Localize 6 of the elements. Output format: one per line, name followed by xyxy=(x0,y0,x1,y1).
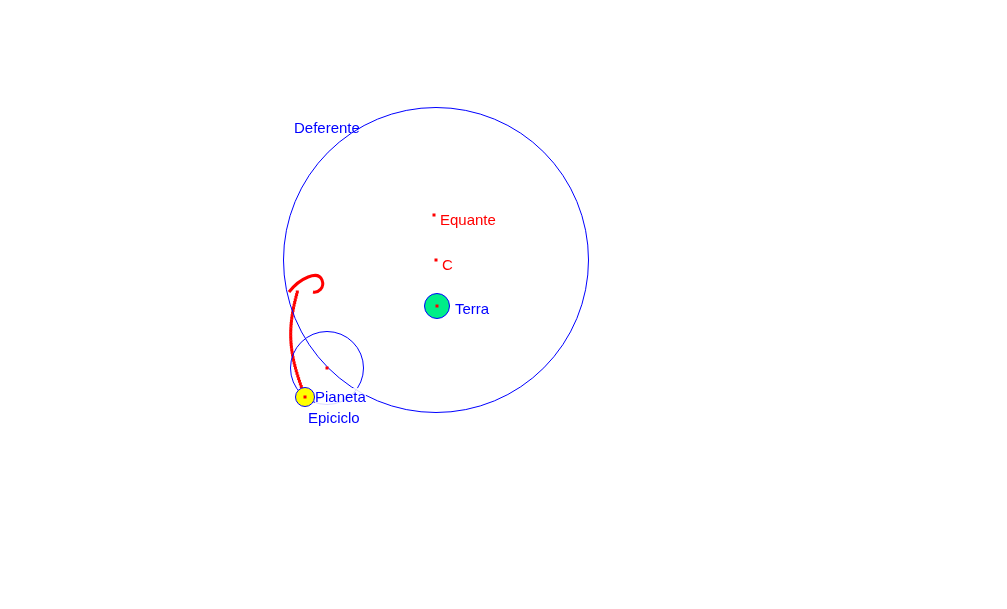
circle-label: Epiciclo xyxy=(308,409,360,426)
point-label: Equante xyxy=(440,211,496,228)
circle-label: Deferente xyxy=(294,119,360,136)
circle-label: Terra xyxy=(455,300,490,317)
point-label: C xyxy=(442,256,453,273)
deferent-circle xyxy=(283,107,589,413)
